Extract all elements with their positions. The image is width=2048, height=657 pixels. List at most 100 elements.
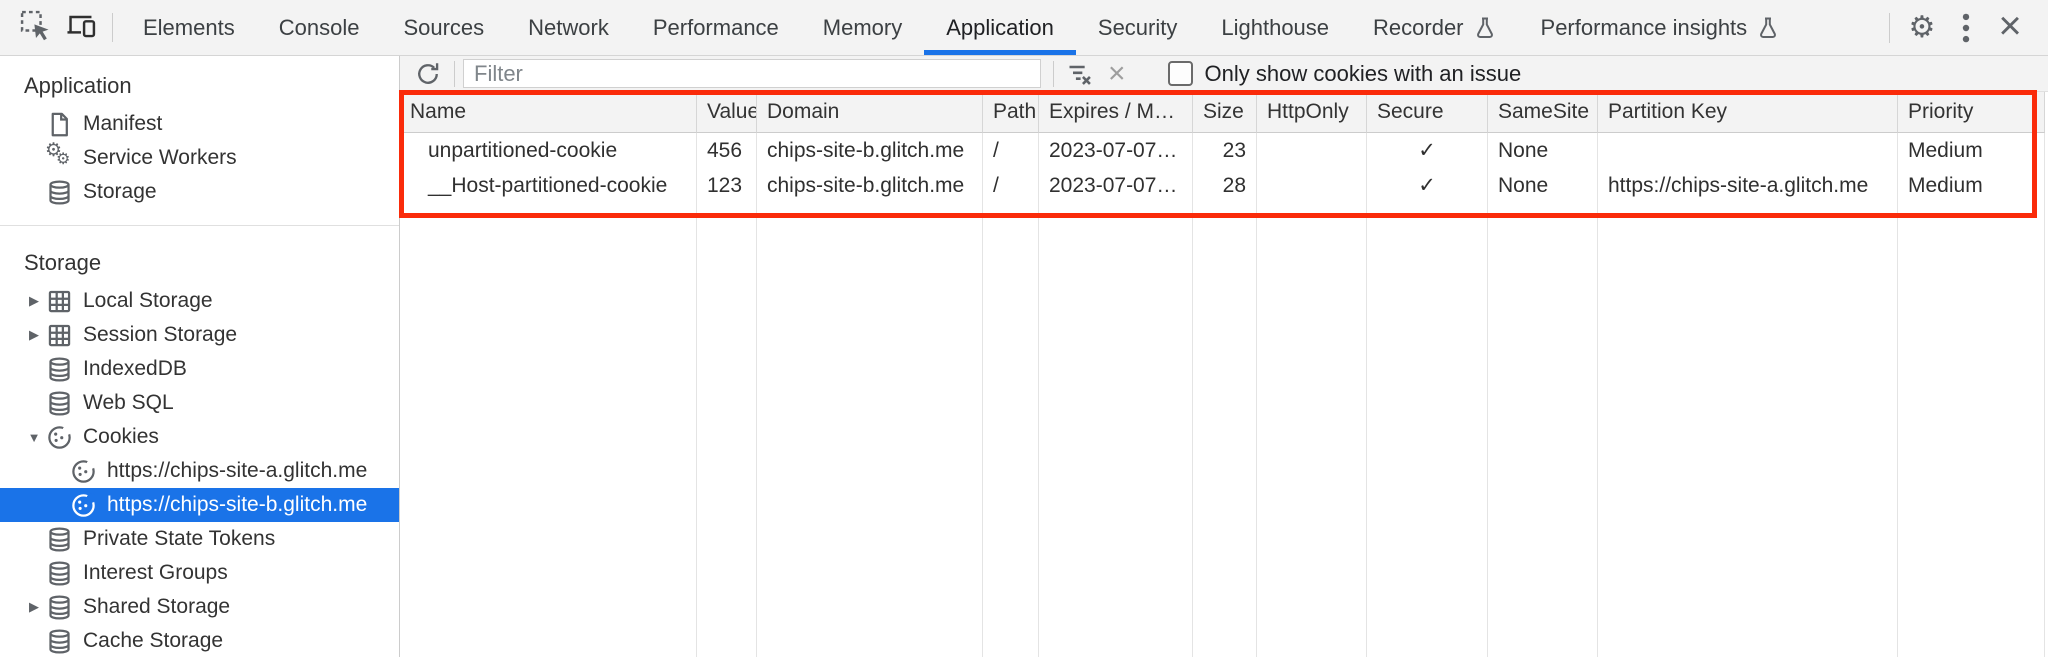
sidebar-item-web-sql[interactable]: Web SQL <box>0 386 399 420</box>
grid-filler-column <box>1898 203 2045 657</box>
sidebar-item-label: Manifest <box>83 112 163 135</box>
toolbar-divider <box>112 13 113 42</box>
chevron-expanded-icon[interactable]: ▼ <box>27 429 41 445</box>
grid-filler-column <box>983 203 1039 657</box>
cell-priority[interactable]: Medium <box>1898 168 2045 203</box>
table-grid-icon <box>46 322 73 349</box>
sidebar-item-cookies-chips-site-b[interactable]: https://chips-site-b.glitch.me <box>0 488 399 522</box>
column-header-priority[interactable]: Priority <box>1898 92 2045 133</box>
column-header-path[interactable]: Path <box>983 92 1039 133</box>
cell-secure-checkmark[interactable]: ✓ <box>1367 168 1488 203</box>
cell-secure-checkmark[interactable]: ✓ <box>1367 133 1488 168</box>
column-header-name[interactable]: Name <box>400 92 697 133</box>
chevron-collapsed-icon[interactable]: ▶ <box>29 327 39 342</box>
tab-label: Performance insights <box>1540 14 1748 40</box>
sidebar-item-indexeddb[interactable]: IndexedDB <box>0 352 399 386</box>
only-issue-checkbox[interactable] <box>1167 61 1193 86</box>
column-header-size[interactable]: Size <box>1193 92 1257 133</box>
devtools-body: Application Manifest ⚙⚙ Service Workers <box>0 56 2048 657</box>
cell-httponly[interactable] <box>1257 133 1367 168</box>
cell-expires[interactable]: 2023-07-07… <box>1039 168 1193 203</box>
tab-label: Security <box>1097 14 1178 40</box>
tab-security[interactable]: Security <box>1076 0 1199 55</box>
column-header-expires[interactable]: Expires / M… <box>1039 92 1193 133</box>
cell-path[interactable]: / <box>983 133 1039 168</box>
refresh-button[interactable] <box>408 57 448 91</box>
chevron-collapsed-icon[interactable]: ▶ <box>29 599 39 614</box>
cell-size[interactable]: 23 <box>1193 133 1257 168</box>
column-header-partition-key[interactable]: Partition Key <box>1598 92 1898 133</box>
chevron-collapsed-icon[interactable]: ▶ <box>29 293 39 308</box>
tab-label: Elements <box>143 14 235 40</box>
clear-filter-button[interactable] <box>1060 57 1100 91</box>
sidebar-item-label: Service Workers <box>83 146 237 169</box>
tab-label: Lighthouse <box>1221 14 1330 40</box>
service-workers-gears-icon: ⚙⚙ <box>45 139 71 168</box>
tab-application[interactable]: Application <box>924 0 1076 55</box>
tab-performance[interactable]: Performance <box>631 0 801 55</box>
column-header-httponly[interactable]: HttpOnly <box>1257 92 1367 133</box>
cell-domain[interactable]: chips-site-b.glitch.me <box>757 168 983 203</box>
more-options-button[interactable] <box>1944 12 1988 44</box>
cell-priority[interactable]: Medium <box>1898 133 2045 168</box>
tab-recorder[interactable]: Recorder <box>1351 0 1518 55</box>
inspect-element-button[interactable] <box>12 0 58 55</box>
table-grid-icon <box>46 288 73 315</box>
sidebar-item-local-storage[interactable]: ▶ Local Storage <box>0 284 399 318</box>
database-icon <box>46 179 73 206</box>
cell-samesite[interactable]: None <box>1488 133 1598 168</box>
cell-value[interactable]: 456 <box>697 133 757 168</box>
sidebar-item-private-state-tokens[interactable]: Private State Tokens <box>0 522 399 556</box>
device-toolbar-button[interactable] <box>58 0 104 55</box>
cell-partition-key[interactable] <box>1598 133 1898 168</box>
tab-memory[interactable]: Memory <box>801 0 924 55</box>
sidebar-item-cookies-chips-site-a[interactable]: https://chips-site-a.glitch.me <box>0 454 399 488</box>
tab-label: Network <box>528 14 609 40</box>
cell-size[interactable]: 28 <box>1193 168 1257 203</box>
cell-domain[interactable]: chips-site-b.glitch.me <box>757 133 983 168</box>
cell-samesite[interactable]: None <box>1488 168 1598 203</box>
filter-input[interactable] <box>463 59 1041 88</box>
cell-partition-key[interactable]: https://chips-site-a.glitch.me <box>1598 168 1898 203</box>
tab-elements[interactable]: Elements <box>121 0 257 55</box>
cell-name[interactable]: __Host-partitioned-cookie <box>400 168 697 203</box>
sidebar-item-interest-groups[interactable]: Interest Groups <box>0 556 399 590</box>
cell-httponly[interactable] <box>1257 168 1367 203</box>
cell-expires[interactable]: 2023-07-07… <box>1039 133 1193 168</box>
sidebar-item-session-storage[interactable]: ▶ Session Storage <box>0 318 399 352</box>
sidebar-item-cache-storage[interactable]: Cache Storage <box>0 624 399 657</box>
tab-label: Memory <box>822 14 903 40</box>
column-header-domain[interactable]: Domain <box>757 92 983 133</box>
sidebar-item-label: Storage <box>83 180 157 203</box>
column-header-secure[interactable]: Secure <box>1367 92 1488 133</box>
sidebar-item-storage[interactable]: Storage <box>0 175 399 209</box>
toolbar-divider <box>454 60 455 87</box>
tab-network[interactable]: Network <box>506 0 631 55</box>
tab-performance-insights[interactable]: Performance insights <box>1519 0 1803 55</box>
sidebar-item-shared-storage[interactable]: ▶ Shared Storage <box>0 590 399 624</box>
grid-filler-column <box>400 203 697 657</box>
cell-name[interactable]: unpartitioned-cookie <box>400 133 697 168</box>
grid-filler-column <box>1488 203 1598 657</box>
settings-button[interactable]: ⚙ <box>1900 12 1944 43</box>
column-header-samesite[interactable]: SameSite <box>1488 92 1598 133</box>
grid-filler-column <box>1039 203 1193 657</box>
grid-filler-column <box>757 203 983 657</box>
column-header-value[interactable]: Value <box>697 92 757 133</box>
cell-path[interactable]: / <box>983 168 1039 203</box>
experiment-flask-icon <box>1476 17 1493 38</box>
sidebar-item-service-workers[interactable]: ⚙⚙ Service Workers <box>0 139 399 175</box>
cell-value[interactable]: 123 <box>697 168 757 203</box>
tab-lighthouse[interactable]: Lighthouse <box>1199 0 1351 55</box>
tab-sources[interactable]: Sources <box>381 0 506 55</box>
only-issue-label[interactable]: Only show cookies with an issue <box>1204 60 1522 86</box>
tab-console[interactable]: Console <box>257 0 382 55</box>
sidebar-item-manifest[interactable]: Manifest <box>0 107 399 141</box>
close-devtools-button[interactable]: × <box>1988 6 2032 46</box>
sidebar-item-cookies[interactable]: ▼ Cookies <box>0 420 399 454</box>
grid-filler-column <box>1193 203 1257 657</box>
sidebar-item-label: Private State Tokens <box>83 527 276 550</box>
document-icon <box>46 111 73 138</box>
tab-label: Console <box>278 14 360 40</box>
clear-filter-icon <box>1069 65 1091 85</box>
